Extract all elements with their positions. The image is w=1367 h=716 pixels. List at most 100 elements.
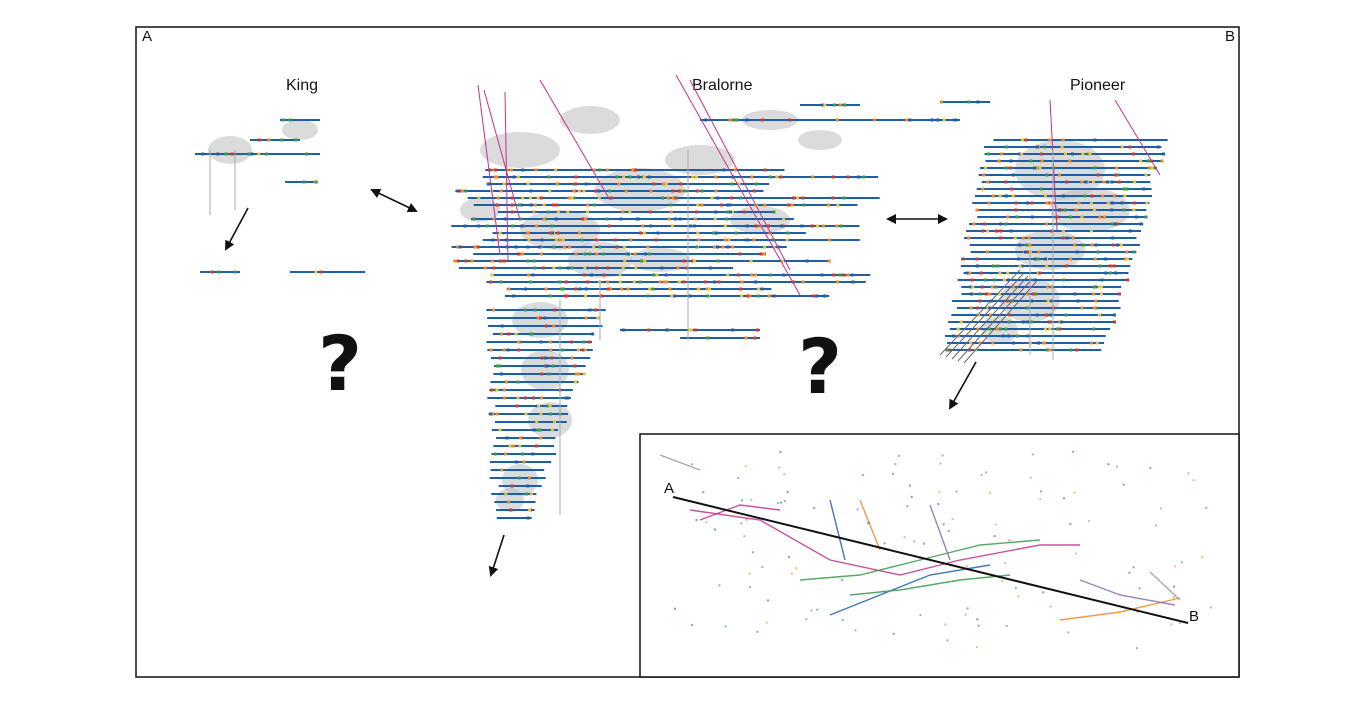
assay-interval: [626, 287, 630, 291]
assay-interval: [712, 245, 716, 249]
assay-interval: [281, 118, 285, 122]
assay-interval: [1048, 348, 1052, 352]
assay-interval: [1060, 145, 1064, 149]
assay-interval: [586, 280, 590, 284]
assay-interval: [634, 168, 638, 172]
assay-interval: [485, 224, 489, 228]
assay-interval: [726, 203, 730, 207]
assay-interval: [566, 396, 570, 400]
assay-interval: [708, 266, 712, 270]
assay-interval: [1153, 166, 1157, 170]
assay-interval: [517, 348, 521, 352]
assay-interval: [1099, 292, 1103, 296]
assay-interval: [665, 280, 669, 284]
assay-interval: [1042, 341, 1046, 345]
assay-interval: [1038, 166, 1042, 170]
inset-sample: [994, 523, 997, 526]
assay-interval: [1007, 278, 1011, 282]
assay-interval: [548, 404, 552, 408]
inset-sample: [737, 476, 740, 479]
assay-interval: [979, 271, 983, 275]
assay-interval: [492, 168, 496, 172]
assay-interval: [619, 217, 623, 221]
assay-interval: [714, 189, 718, 193]
inset-sample: [1073, 491, 1076, 494]
assay-interval: [1056, 327, 1060, 331]
assay-interval: [743, 210, 747, 214]
assay-interval: [998, 194, 1002, 198]
assay-interval: [564, 396, 568, 400]
assay-interval: [669, 203, 673, 207]
assay-interval: [628, 210, 632, 214]
assay-interval: [1025, 292, 1029, 296]
down-left-arrow-icon: [488, 534, 505, 577]
assay-interval: [553, 420, 557, 424]
assay-interval: [651, 273, 655, 277]
assay-interval: [823, 294, 827, 298]
assay-interval: [726, 245, 730, 249]
inset-sample: [790, 572, 793, 575]
assay-interval: [575, 372, 579, 376]
assay-interval: [545, 364, 549, 368]
assay-interval: [602, 273, 606, 277]
assay-interval: [456, 259, 460, 263]
assay-interval: [1084, 180, 1088, 184]
assay-interval: [1139, 159, 1143, 163]
assay-interval: [535, 420, 539, 424]
inset-sample: [922, 542, 925, 545]
inclined-drillholes: [477, 74, 1161, 364]
assay-interval: [510, 210, 514, 214]
inset-sample: [702, 491, 705, 494]
assay-interval: [621, 266, 625, 270]
inset-sample: [1029, 476, 1032, 479]
assay-interval: [710, 196, 714, 200]
assay-interval: [757, 287, 761, 291]
assay-interval: [487, 182, 491, 186]
assay-interval: [827, 259, 831, 263]
inset-sample: [1154, 524, 1157, 527]
assay-interval: [989, 313, 993, 317]
assay-interval: [250, 152, 254, 156]
mine-label-pioneer: Pioneer: [1070, 77, 1126, 94]
assay-interval: [580, 217, 584, 221]
assay-interval: [969, 306, 973, 310]
assay-interval: [704, 280, 708, 284]
assay-interval: [967, 100, 971, 104]
assay-interval: [693, 217, 697, 221]
assay-interval: [572, 189, 576, 193]
assay-interval: [1101, 194, 1105, 198]
inset-sample: [1201, 556, 1204, 559]
assay-interval: [967, 236, 971, 240]
assay-interval: [548, 294, 552, 298]
assay-interval: [586, 203, 590, 207]
assay-interval: [1068, 159, 1072, 163]
assay-interval: [727, 238, 731, 242]
assay-interval: [728, 118, 732, 122]
assay-interval: [516, 340, 520, 344]
assay-interval: [515, 404, 519, 408]
inset-sample: [691, 463, 694, 466]
assay-interval: [549, 348, 553, 352]
assay-interval: [676, 266, 680, 270]
assay-interval: [1096, 250, 1100, 254]
assay-interval: [662, 280, 666, 284]
inset-sample: [786, 490, 789, 493]
assay-interval: [632, 280, 636, 284]
assay-interval: [547, 175, 551, 179]
assay-interval: [828, 238, 832, 242]
assay-interval: [1145, 201, 1149, 205]
assay-interval: [1048, 138, 1052, 142]
assay-interval: [752, 238, 756, 242]
inset-sample: [765, 621, 768, 624]
assay-interval: [1024, 138, 1028, 142]
assay-interval: [460, 189, 464, 193]
assay-interval: [1011, 341, 1015, 345]
assay-interval: [749, 259, 753, 263]
assay-interval: [682, 280, 686, 284]
assay-interval: [788, 118, 792, 122]
assay-interval: [585, 266, 589, 270]
assay-interval: [492, 217, 496, 221]
assay-interval: [790, 203, 794, 207]
assay-interval: [511, 224, 515, 228]
assay-interval: [975, 257, 979, 261]
